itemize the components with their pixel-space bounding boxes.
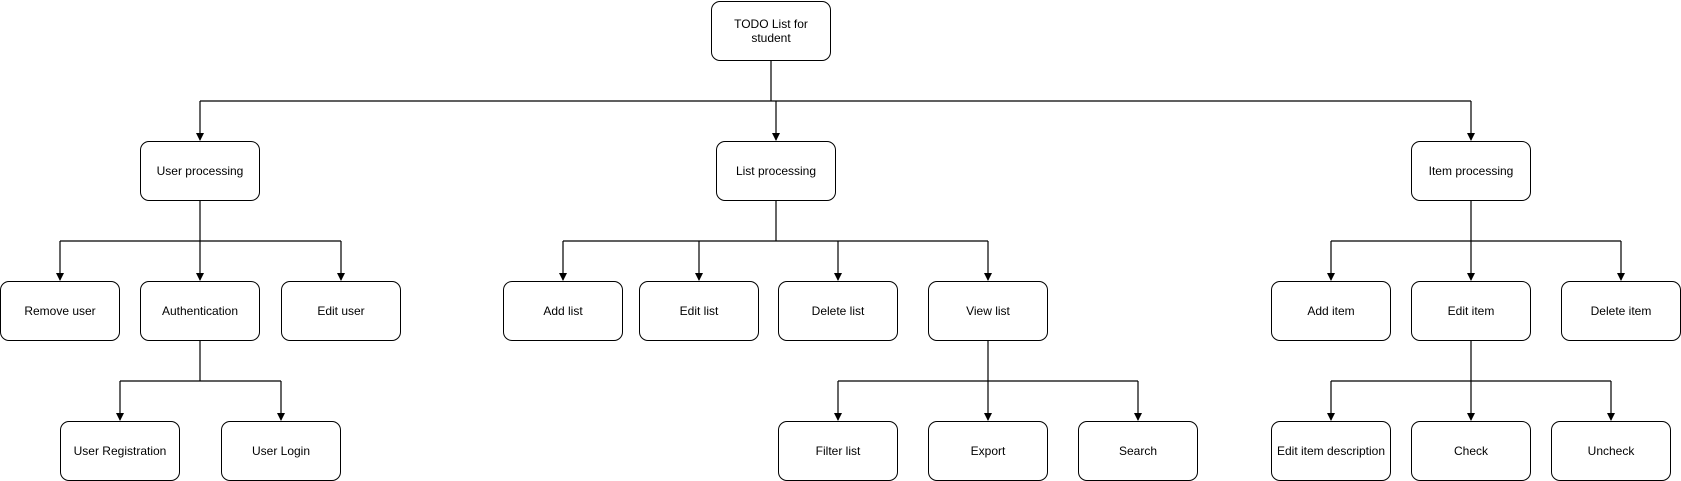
node-label: Filter list (815, 444, 861, 458)
node-list-processing[interactable]: List processing (716, 141, 836, 201)
node-delete-item[interactable]: Delete item (1561, 281, 1681, 341)
node-uncheck[interactable]: Uncheck (1551, 421, 1671, 481)
node-search[interactable]: Search (1078, 421, 1198, 481)
node-label: Delete list (811, 304, 865, 318)
node-user-login[interactable]: User Login (221, 421, 341, 481)
node-edit-item-description[interactable]: Edit item description (1271, 421, 1391, 481)
node-label: Item processing (1428, 164, 1514, 178)
node-label: Add list (543, 304, 583, 318)
node-label: View list (966, 304, 1010, 318)
node-view-list[interactable]: View list (928, 281, 1048, 341)
node-export[interactable]: Export (928, 421, 1048, 481)
node-label: User Login (251, 444, 311, 458)
node-label: Export (970, 444, 1006, 458)
node-edit-list[interactable]: Edit list (639, 281, 759, 341)
node-label: Add item (1307, 304, 1355, 318)
node-remove-user[interactable]: Remove user (0, 281, 120, 341)
node-root[interactable]: TODO List for student (711, 1, 831, 61)
node-user-registration[interactable]: User Registration (60, 421, 180, 481)
node-filter-list[interactable]: Filter list (778, 421, 898, 481)
node-check[interactable]: Check (1411, 421, 1531, 481)
node-label: Edit list (679, 304, 719, 318)
node-edit-item[interactable]: Edit item (1411, 281, 1531, 341)
node-edit-user[interactable]: Edit user (281, 281, 401, 341)
node-label: List processing (735, 164, 817, 178)
node-label: Check (1453, 444, 1488, 458)
node-label: Edit item (1447, 304, 1495, 318)
node-label: Edit item description (1276, 444, 1386, 458)
node-label: User processing (156, 164, 244, 178)
node-label: Delete item (1590, 304, 1652, 318)
node-label: User Registration (73, 444, 167, 458)
node-label: Search (1118, 444, 1158, 458)
node-item-processing[interactable]: Item processing (1411, 141, 1531, 201)
node-add-item[interactable]: Add item (1271, 281, 1391, 341)
node-label: Uncheck (1587, 444, 1635, 458)
node-label: Edit user (317, 304, 365, 318)
node-add-list[interactable]: Add list (503, 281, 623, 341)
node-label: TODO List for student (734, 17, 808, 45)
node-label: Remove user (24, 304, 96, 318)
node-user-processing[interactable]: User processing (140, 141, 260, 201)
node-delete-list[interactable]: Delete list (778, 281, 898, 341)
node-authentication[interactable]: Authentication (140, 281, 260, 341)
node-label: Authentication (161, 304, 239, 318)
